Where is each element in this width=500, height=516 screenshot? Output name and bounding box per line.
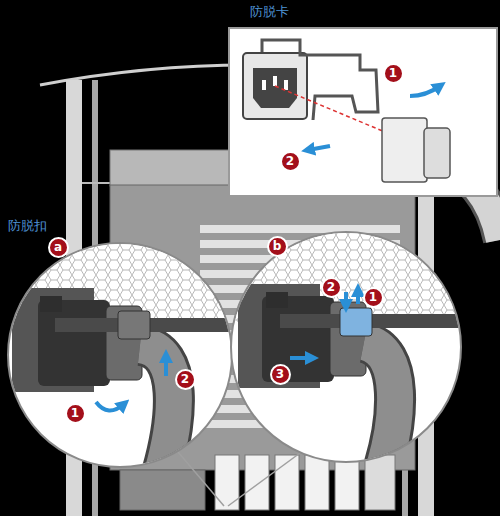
- callout-badge: a: [48, 237, 69, 258]
- retention-clip: [262, 40, 378, 120]
- action-arrow: [308, 146, 330, 150]
- module: [215, 455, 239, 510]
- action-arrow: [164, 356, 168, 376]
- leader-line: [178, 452, 224, 506]
- inlet-pin: [262, 80, 266, 90]
- callout-badge: 1: [65, 403, 86, 424]
- action-arrow: [96, 402, 124, 411]
- cable-outline: [364, 342, 395, 480]
- callout-badge: 1: [383, 63, 404, 84]
- callout-number: 2: [327, 281, 335, 293]
- strap-anchor: [40, 296, 62, 312]
- callout-badge: 3: [270, 364, 291, 385]
- power-modules: [120, 455, 395, 510]
- callout-number: 1: [369, 291, 377, 303]
- callout-badge: 2: [321, 277, 342, 298]
- action-arrow: [344, 292, 348, 306]
- callout-number: 1: [71, 407, 79, 419]
- part-label: 防脱扣: [8, 218, 47, 234]
- plug-body: [38, 300, 110, 386]
- inlet-pin: [284, 80, 288, 90]
- part-label: 防脱卡: [250, 4, 289, 20]
- plug-head: [382, 118, 427, 182]
- leader-line: [228, 453, 300, 506]
- callout-badge: 2: [280, 151, 301, 172]
- zoom-content: [0, 240, 240, 480]
- inlet-pin: [273, 76, 277, 86]
- module: [245, 455, 269, 510]
- strap-clamp: [340, 308, 372, 336]
- zoom-content: [230, 232, 470, 480]
- module: [365, 455, 395, 510]
- strap-anchor: [266, 292, 288, 308]
- action-arrow: [356, 290, 360, 304]
- callout-badge: b: [267, 236, 288, 257]
- strap-clamp: [118, 311, 150, 339]
- callout-number: 2: [181, 373, 189, 385]
- module: [305, 455, 329, 510]
- cable: [140, 345, 174, 480]
- callout-number: a: [54, 241, 62, 253]
- cable: [364, 342, 395, 480]
- callout-number: b: [273, 240, 282, 252]
- slot: [200, 225, 400, 233]
- action-arrow: [410, 86, 440, 96]
- zoom-panel: [229, 28, 497, 196]
- module: [120, 470, 205, 510]
- inlet-recess: [253, 68, 297, 108]
- callout-number: 3: [276, 368, 284, 380]
- plug-collar: [424, 128, 450, 178]
- module: [335, 455, 359, 510]
- callout-number: 2: [286, 155, 294, 167]
- callout-badge: 2: [175, 369, 196, 390]
- cable-outline: [140, 345, 174, 480]
- action-arrow: [290, 356, 312, 360]
- zoom-content: [243, 40, 450, 182]
- callout-number: 1: [389, 67, 397, 79]
- callout-badge: 1: [363, 287, 384, 308]
